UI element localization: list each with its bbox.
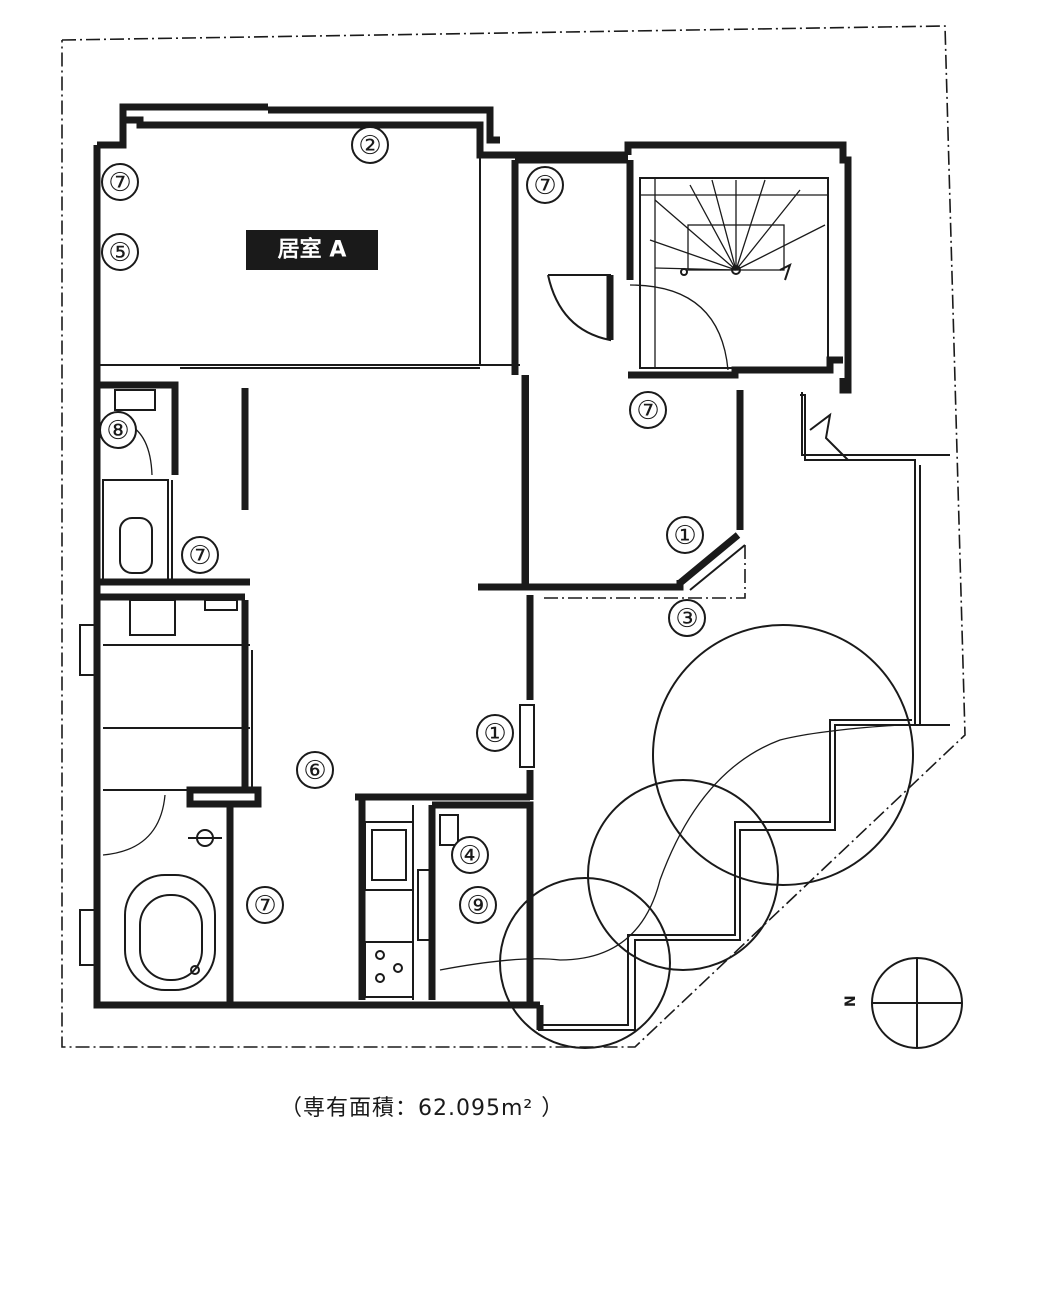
entrance-door bbox=[547, 274, 614, 342]
svg-text:⑦: ⑦ bbox=[533, 171, 556, 201]
tree-circles bbox=[499, 624, 914, 1049]
marker-9: ⑨ bbox=[459, 886, 497, 924]
svg-text:⑧: ⑧ bbox=[106, 416, 129, 446]
svg-text:居室 A: 居室 A bbox=[278, 237, 347, 263]
marker-7c: ⑦ bbox=[629, 391, 667, 429]
marker-4: ④ bbox=[451, 836, 489, 874]
hall-walls bbox=[355, 375, 746, 1005]
svg-text:⑦: ⑦ bbox=[188, 541, 211, 571]
kitchen bbox=[358, 797, 459, 1000]
marker-1b: ① bbox=[476, 714, 514, 752]
svg-text:②: ② bbox=[358, 131, 381, 161]
svg-text:③: ③ bbox=[675, 604, 698, 634]
svg-text:⑦: ⑦ bbox=[253, 891, 276, 921]
svg-text:④: ④ bbox=[458, 841, 481, 871]
marker-1a: ① bbox=[666, 516, 704, 554]
washroom-area bbox=[79, 593, 262, 966]
svg-text:⑨: ⑨ bbox=[466, 891, 489, 921]
marker-2: ② bbox=[351, 126, 389, 164]
marker-6: ⑥ bbox=[296, 751, 334, 789]
room-a-walls bbox=[96, 145, 628, 375]
marker-7b: ⑦ bbox=[526, 166, 564, 204]
svg-text:①: ① bbox=[483, 719, 506, 749]
site-boundary bbox=[61, 25, 966, 1048]
north-label: N bbox=[843, 995, 859, 1007]
svg-text:⑦: ⑦ bbox=[108, 168, 131, 198]
room-label-a: 居室 A bbox=[246, 230, 378, 270]
exterior-walls bbox=[93, 103, 852, 1030]
terrace-edge bbox=[439, 392, 950, 1031]
area-caption: （専有面積：62.095m² ） bbox=[280, 1096, 565, 1121]
north-compass: N bbox=[843, 957, 963, 1049]
bathroom bbox=[124, 805, 234, 1005]
svg-text:⑥: ⑥ bbox=[303, 756, 326, 786]
toilet-area bbox=[97, 381, 250, 586]
marker-5: ⑤ bbox=[101, 233, 139, 271]
marker-7e: ⑦ bbox=[246, 886, 284, 924]
marker-7d: ⑦ bbox=[181, 536, 219, 574]
marker-7a: ⑦ bbox=[101, 163, 139, 201]
marker-3: ③ bbox=[668, 599, 706, 637]
stair-enclosure bbox=[626, 160, 843, 379]
svg-text:⑤: ⑤ bbox=[108, 238, 131, 268]
svg-text:⑦: ⑦ bbox=[636, 396, 659, 426]
marker-8: ⑧ bbox=[99, 411, 137, 449]
svg-text:①: ① bbox=[673, 521, 696, 551]
